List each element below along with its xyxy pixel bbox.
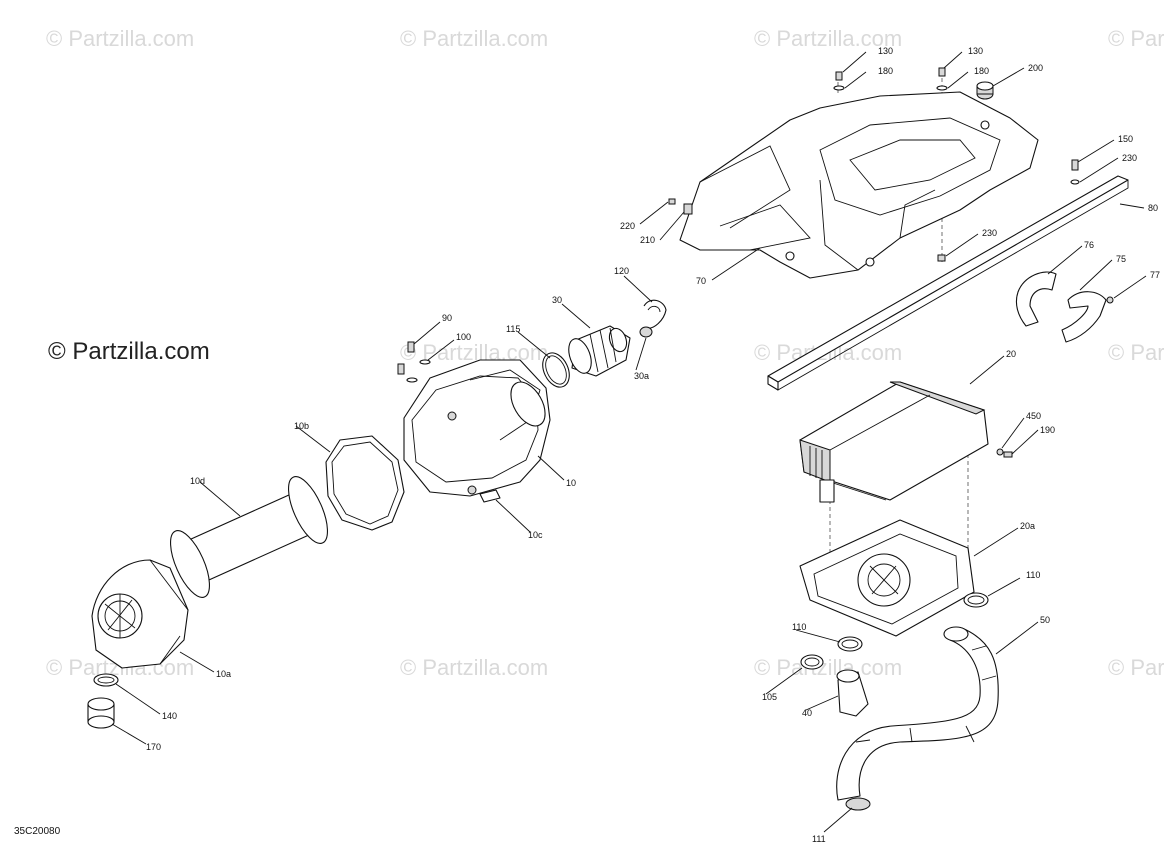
part-90-100-bolts: [397, 341, 431, 383]
part-110-clamp: [963, 592, 989, 608]
part-10b-gasket: [325, 435, 405, 531]
part-450-washer: [996, 448, 1004, 456]
leader-lines: [111, 51, 1147, 833]
part-50-hose: [836, 626, 999, 801]
callout-10b: 10b: [294, 421, 309, 431]
callout-labels: 130 180 130 180 200 150 230 80 220 210 2…: [146, 46, 1160, 844]
part-111-clamp: [845, 797, 871, 811]
part-115-ring: [542, 352, 570, 388]
callout-120: 120: [614, 266, 629, 276]
watermark: © Partzilla.com: [1108, 340, 1164, 365]
part-140-clamp: [93, 673, 119, 687]
part-10d-filter: [170, 476, 328, 598]
callout-130: 130: [878, 46, 893, 56]
callout-111: 111: [812, 834, 826, 844]
part-10a-endcap: [91, 559, 189, 669]
part-170-sleeve: [87, 697, 115, 729]
callout-100: 100: [456, 332, 471, 342]
part-10c-clip: [479, 489, 501, 503]
callout-30: 30: [552, 295, 562, 305]
watermark: © Partzilla.com: [400, 26, 549, 51]
callout-10: 10: [566, 478, 576, 488]
callout-80: 80: [1148, 203, 1158, 213]
watermark: © Partzilla.com: [1108, 655, 1164, 680]
callout-20: 20: [1006, 349, 1016, 359]
callout-30a: 30a: [634, 371, 649, 381]
part-120-clamp: [643, 299, 667, 329]
watermark: © Partzilla.com: [754, 26, 903, 51]
part-20a-housing: [799, 519, 975, 637]
callout-170: 170: [146, 742, 161, 752]
callout-75: 75: [1116, 254, 1126, 264]
callout-115: 115: [506, 324, 520, 334]
callout-110: 110: [792, 622, 806, 632]
watermark: © Partzilla.com: [400, 655, 549, 680]
callout-220: 220: [620, 221, 635, 231]
part-30-bellows: [568, 325, 631, 377]
part-40-elbow: [836, 669, 869, 717]
callout-200: 200: [1028, 63, 1043, 73]
callout-210: 210: [640, 235, 655, 245]
callout-10d: 10d: [190, 476, 205, 486]
part-110-clamp: [837, 636, 863, 652]
callout-90: 90: [442, 313, 452, 323]
callout-230: 230: [982, 228, 997, 238]
part-70-upper-housing: [679, 91, 1039, 279]
callout-76: 76: [1084, 240, 1094, 250]
part-76-clamp: [1015, 271, 1057, 327]
part-10-airbox: [403, 359, 551, 497]
watermark: © Partzilla.com: [46, 26, 195, 51]
callout-70: 70: [696, 276, 706, 286]
callout-50: 50: [1040, 615, 1050, 625]
part-200-grommet: [976, 81, 994, 100]
brand-text: © Partzilla.com: [48, 338, 210, 365]
watermark: © Partzilla.com: [754, 655, 903, 680]
callout-450: 450: [1026, 411, 1041, 421]
watermark: © Partzilla.com: [1108, 26, 1164, 51]
callout-20a: 20a: [1020, 521, 1035, 531]
callout-110: 110: [1026, 570, 1040, 580]
callout-40: 40: [802, 708, 812, 718]
callout-130: 130: [968, 46, 983, 56]
part-190-bolt: [1003, 451, 1013, 458]
callout-105: 105: [762, 692, 777, 702]
callout-230: 230: [1122, 153, 1137, 163]
diagram-code: 35C20080: [14, 826, 61, 837]
fasteners-top: [668, 67, 1080, 262]
part-105-clamp: [800, 654, 824, 670]
callout-140: 140: [162, 711, 177, 721]
callout-180: 180: [974, 66, 989, 76]
part-80-bar: [767, 175, 1129, 391]
part-20-intercooler: [799, 381, 989, 503]
callout-150: 150: [1118, 134, 1133, 144]
callout-190: 190: [1040, 425, 1055, 435]
callout-77: 77: [1150, 270, 1160, 280]
part-75-clamp: [1061, 291, 1114, 343]
callout-10a: 10a: [216, 669, 231, 679]
callout-180: 180: [878, 66, 893, 76]
callout-10c: 10c: [528, 530, 543, 540]
part-30a-nozzle: [639, 326, 653, 338]
